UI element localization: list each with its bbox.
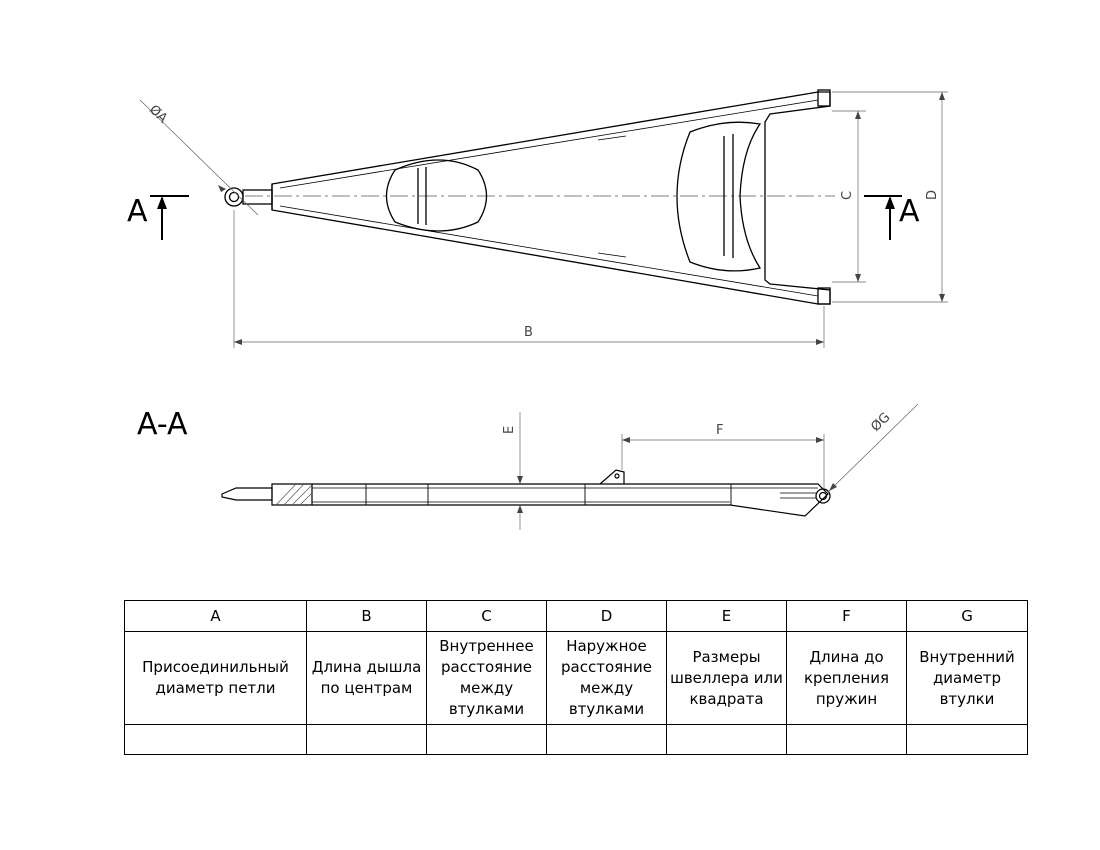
- dia-g-leader: [827, 403, 919, 493]
- f-label: F: [716, 423, 723, 438]
- bushing-top: [817, 89, 831, 107]
- front-cutout: [385, 159, 488, 232]
- bushing-bottom: [817, 287, 831, 305]
- table-description-row: Присоединильный диаметр петли Длина дышл…: [124, 631, 1028, 725]
- value-b[interactable]: [306, 724, 427, 755]
- tow-end-block: [271, 483, 313, 506]
- section-marker-right: [864, 195, 902, 240]
- slot-top: [597, 135, 627, 141]
- spring-bracket-hole: [614, 473, 620, 479]
- desc-f: Длина до крепления пружин: [786, 631, 907, 725]
- c-label: C: [840, 191, 855, 200]
- plan-dimensions: [139, 91, 948, 348]
- section-arrowheads: [517, 437, 837, 513]
- rear-cutout: [676, 121, 762, 272]
- desc-g: Внутренний диаметр втулки: [906, 631, 1028, 725]
- tow-end-tip: [221, 487, 273, 501]
- spec-table: A B C D E F G Присоединильный диаметр пе…: [124, 600, 1028, 755]
- section-marker-left: [150, 195, 189, 240]
- table-header-row: A B C D E F G: [124, 600, 1028, 632]
- value-g[interactable]: [906, 724, 1028, 755]
- main-beam: [312, 483, 829, 517]
- section-arrow-right: [885, 196, 895, 209]
- beam-dividers: [365, 484, 732, 505]
- tow-eye-inner: [228, 191, 240, 203]
- section-title: A-A: [137, 407, 188, 442]
- header-d: D: [546, 600, 667, 632]
- table-value-row: [124, 724, 1028, 755]
- header-g: G: [906, 600, 1028, 632]
- header-f: F: [786, 600, 907, 632]
- tow-end-hatching: [275, 483, 313, 506]
- frame-inner-top: [279, 99, 819, 189]
- section-mark-left: A: [127, 194, 148, 229]
- value-c[interactable]: [426, 724, 547, 755]
- value-d[interactable]: [546, 724, 667, 755]
- plan-view: [224, 89, 835, 305]
- section-mark-right: A: [899, 194, 920, 229]
- header-e: E: [666, 600, 787, 632]
- rear-bushing-inner: [818, 491, 828, 501]
- e-label: E: [502, 426, 517, 434]
- section-view: [221, 469, 831, 517]
- desc-e: Размеры швеллера или квадрата: [666, 631, 787, 725]
- tow-eye-outer: [224, 187, 244, 207]
- drawbar-frame: [271, 91, 831, 305]
- spring-bracket: [599, 469, 625, 485]
- value-f[interactable]: [786, 724, 907, 755]
- desc-d: Наружное расстояние между втулками: [546, 631, 667, 725]
- tow-eye-neck: [242, 189, 273, 205]
- rear-bushing-outer: [815, 488, 831, 504]
- dia-g-label: ØG: [868, 410, 893, 435]
- b-label: B: [524, 325, 533, 340]
- plan-arrowheads: [218, 92, 945, 345]
- desc-b: Длина дышла по центрам: [306, 631, 427, 725]
- slot-bottom: [597, 252, 627, 258]
- desc-a: Присоединильный диаметр петли: [124, 631, 307, 725]
- frame-inner-bottom: [279, 205, 819, 297]
- section-arrow-left: [157, 196, 167, 209]
- value-e[interactable]: [666, 724, 787, 755]
- value-a[interactable]: [124, 724, 307, 755]
- dia-a-label: ØA: [146, 102, 170, 126]
- header-a: A: [124, 600, 307, 632]
- desc-c: Внутреннее расстояние между втулками: [426, 631, 547, 725]
- header-c: C: [426, 600, 547, 632]
- dia-a-leader: [139, 99, 259, 216]
- d-label: D: [925, 190, 940, 200]
- header-b: B: [306, 600, 427, 632]
